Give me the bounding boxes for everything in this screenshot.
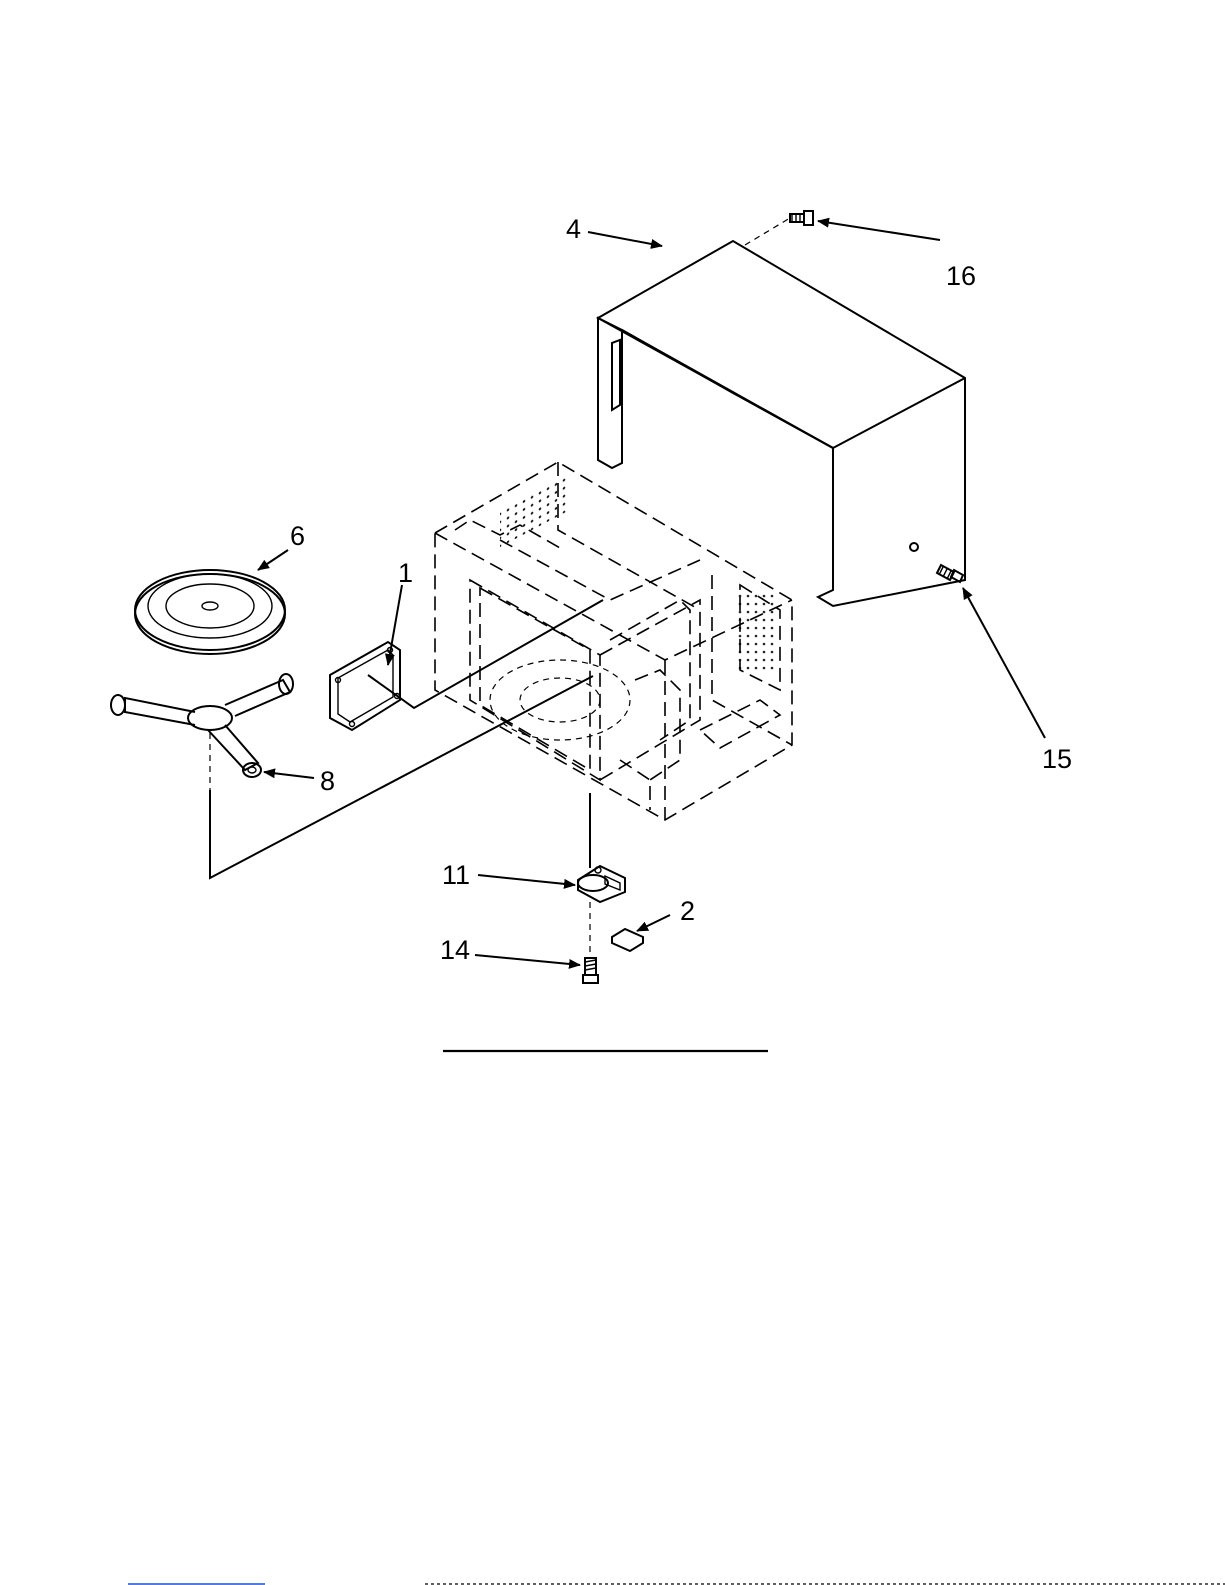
arrow-16 <box>818 221 940 240</box>
screw-14 <box>583 958 598 983</box>
oven-chassis <box>435 462 792 820</box>
callout-1: 1 <box>398 558 413 588</box>
arrow-6 <box>258 550 288 570</box>
callout-16: 16 <box>946 261 976 291</box>
arrow-8 <box>264 772 314 778</box>
callout-2: 2 <box>680 896 695 926</box>
leader-line-8 <box>210 676 593 878</box>
cabinet-wrapper <box>598 241 965 606</box>
glass-tray <box>135 570 285 654</box>
motor-cover <box>612 929 643 951</box>
arrow-15 <box>963 588 1045 738</box>
callout-8: 8 <box>320 766 335 796</box>
leader-line-1 <box>368 600 603 708</box>
roller-support <box>111 674 293 777</box>
screw-16-line <box>745 218 790 245</box>
arrow-14 <box>475 955 580 965</box>
callout-6: 6 <box>290 521 305 551</box>
arrow-2 <box>637 915 670 931</box>
arrow-11 <box>478 875 575 885</box>
callout-15: 15 <box>1042 744 1072 774</box>
callout-14: 14 <box>440 935 470 965</box>
screw-16 <box>790 211 813 225</box>
callout-11: 11 <box>442 860 470 890</box>
arrow-4 <box>588 232 662 246</box>
callout-4: 4 <box>566 214 581 244</box>
turntable-motor <box>578 866 625 902</box>
